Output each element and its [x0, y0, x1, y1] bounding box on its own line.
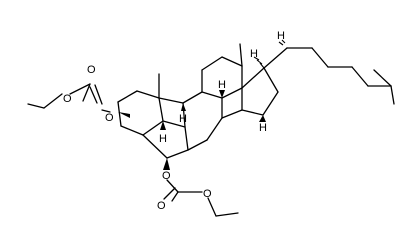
h-c9-label: H	[179, 113, 187, 125]
h-c20-label: H	[277, 30, 285, 42]
o-c3-label: O	[105, 112, 114, 124]
ring-d	[241, 67, 279, 116]
o-ether-1-label: O	[63, 93, 72, 105]
methyl-c18	[239, 43, 243, 67]
carbonate-c3	[27, 83, 111, 113]
o-c6-label: O	[162, 170, 171, 182]
stereo-bonds	[118, 39, 286, 170]
o-carbonyl-1-label: O	[87, 64, 96, 76]
ring-b-upper	[187, 87, 243, 151]
side-chain	[263, 47, 395, 105]
ring-a	[117, 90, 164, 136]
o-ether-6-label: O	[203, 188, 212, 200]
h-c14-label: H	[259, 122, 267, 134]
h-c17-label: H	[250, 48, 258, 60]
h-c8-label: H	[218, 79, 226, 91]
atom-labels: O O O H H H H H H O O O	[63, 30, 285, 212]
o-carbonyl-6-label: O	[157, 200, 166, 212]
ring-c	[158, 56, 243, 128]
ring-b	[142, 120, 189, 159]
h-c5-label: H	[159, 133, 167, 145]
carbonate-c6	[163, 179, 239, 217]
